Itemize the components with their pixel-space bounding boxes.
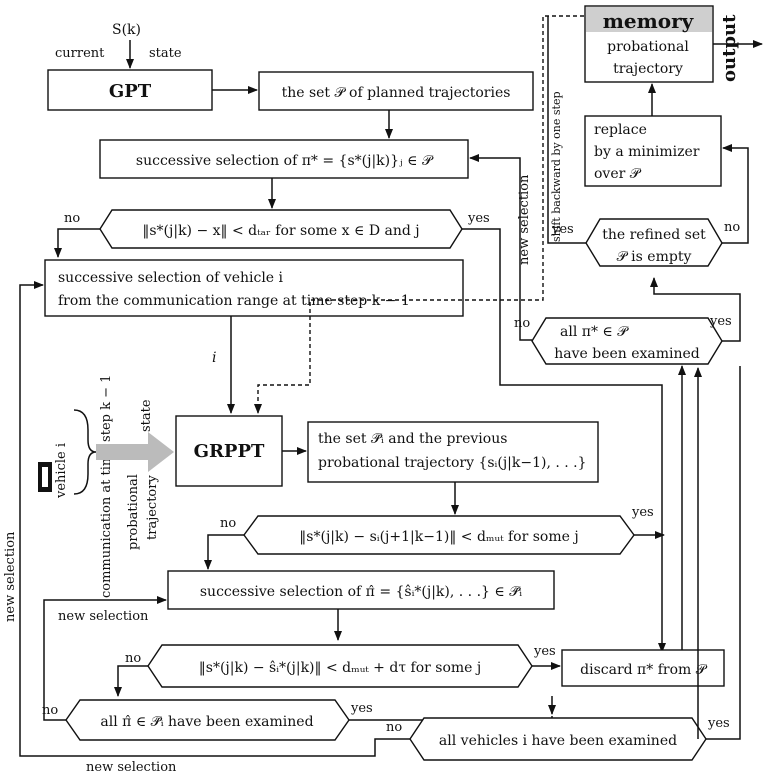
replace-line3: over 𝒫 [594,166,642,182]
set-pi-box [307,421,599,483]
new-selection-label-1: new selection [3,531,18,622]
shift-backward-label: shift backward by one step [550,91,563,242]
condition-tau-label: ‖s*(j|k) − ŝᵢ*(j|k)‖ < dₘᵤₜ + dτ for som… [199,660,481,676]
memory-title: memory [603,9,695,33]
refined-set-no: no [724,220,740,235]
successive-selection-hat-box [167,570,555,610]
brace-vehicle [73,409,97,495]
condition-mut-no: no [220,516,236,531]
planned-set-label: the set 𝒫 of planned trajectories [282,85,511,101]
condition-tau-no: no [125,651,141,666]
replace-box [584,115,722,187]
all-vehicles-yes: yes [707,716,730,731]
dashed-shift-line [254,15,584,414]
current-label: current [55,46,105,61]
state-input-label: state [139,399,154,432]
all-vehicles-no: no [386,720,402,735]
all-pi-line2: have been examined [554,346,700,362]
all-pi-no: no [514,316,530,331]
arrow-allveh-no-to-vehicle-sel [19,281,410,757]
condition-tau-yes: yes [533,644,556,659]
communication-label: communication at time step k − 1 [99,375,114,598]
vehicle-label: vehicle i [54,443,69,499]
replace-line1: replace [594,122,647,138]
trajectory-label: trajectory [145,475,160,540]
all-hat-label: all π̂ ∈ 𝒫̃ᵢ have been examined [100,714,313,730]
arrow-allpi-no-to-succ [469,154,532,341]
successive-selection-hat-label: successive selection of π̂ = {ŝᵢ*(j|k), … [200,584,522,600]
condition-target-label: ‖s*(j|k) − x‖ < dₜₐᵣ for some x ∈ D and … [142,223,419,239]
set-pi-line1: the set 𝒫̃ᵢ and the previous [318,431,507,447]
all-pi-examined-hexagon [531,317,723,365]
planned-set-box [258,71,534,111]
condition-target-no: no [64,211,80,226]
arrow-refined-no-to-replace [722,144,749,244]
new-selection-label-2: new selection [58,609,149,624]
grey-input-arrow [96,432,174,472]
vehicle-selection-line2: from the communication range at time ste… [58,293,410,309]
refined-set-line2: 𝒫 is empty [617,249,692,265]
arrow-allpi-yes-to-refined [650,277,741,342]
vehicle-selection-box [44,259,464,317]
discard-label: discard π* from 𝒫 [580,662,708,678]
all-vehicles-label: all vehicles i have been examined [439,733,677,749]
successive-selection-pi-label: successive selection of π* = {s*(j|k)}ⱼ … [136,153,434,169]
replace-line2: by a minimizer [594,144,700,160]
probational-label: probational [126,474,141,550]
refined-set-yes: yes [551,222,574,237]
arrow-allhat-no-to-succhat [43,596,167,721]
arrow-condtar-no [54,228,100,258]
grppt-label: GRPPT [194,441,265,462]
condition-mut-yes: yes [631,505,654,520]
memory-header [586,7,712,32]
output-label: output [719,14,740,82]
all-pi-line1: all π* ∈ 𝒫 [560,324,629,340]
vehicle-index-label: i [212,350,216,366]
memory-line2: trajectory [613,61,683,77]
memory-line1: probational [607,39,689,55]
condition-target-yes: yes [467,211,490,226]
vehicle-selection-line1: successive selection of vehicle i [58,270,284,286]
arrow-condtau-no [114,665,148,697]
successive-selection-pi-box [99,139,469,179]
discard-box [561,649,725,687]
arrow-condtar-yes-to-discard [462,228,666,653]
state-label: state [149,46,182,61]
arrow-allveh-yes-line [706,366,741,740]
arrow-refined-yes [547,16,586,244]
state-symbol: S(k) [112,22,141,38]
vehicle-icon-window [42,467,48,487]
all-hat-yes: yes [350,701,373,716]
all-hat-no: no [42,703,58,718]
gpt-label: GPT [109,81,152,102]
all-pi-yes: yes [709,314,732,329]
new-selection-label-3: new selection [86,760,177,775]
set-pi-line2: probational trajectory {sᵢ(j|k−1), . . .… [318,455,587,471]
condition-mut-label: ‖s*(j|k) − sᵢ(j+1|k−1)‖ < dₘᵤₜ for some … [299,529,578,545]
refined-set-line1: the refined set [602,227,706,243]
grppt-box [175,415,283,487]
arrow-condmut-no [204,534,244,570]
